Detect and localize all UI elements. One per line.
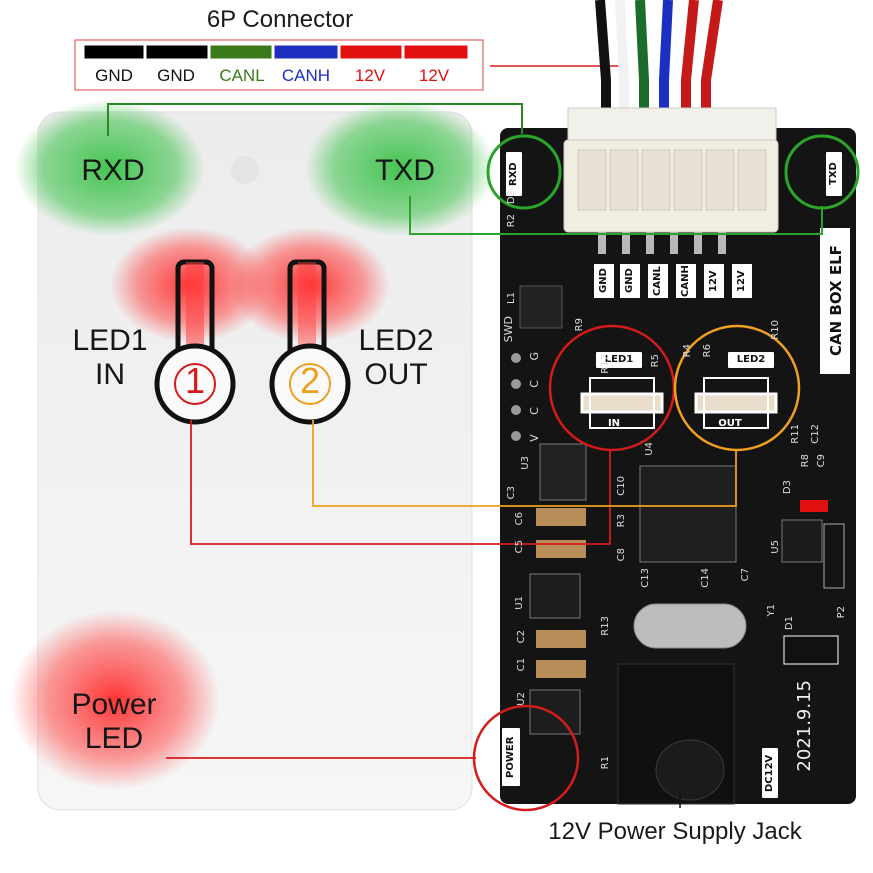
part-designator: R4	[682, 344, 693, 358]
part-designator: R9	[574, 318, 585, 332]
led2-number: 2	[299, 360, 321, 401]
pcb-hdr-6: 12V	[736, 270, 747, 292]
part-designator: C2	[516, 630, 527, 644]
led1-label: LED1 IN	[58, 324, 162, 392]
part-designator: R11	[790, 424, 801, 444]
pin-swatch-3	[209, 44, 273, 60]
smd-components	[519, 285, 845, 805]
pcb-date: 2021.9.15	[794, 680, 815, 772]
pcb-hdr-5: 12V	[708, 270, 719, 292]
part-designator: R3	[616, 514, 627, 528]
led2-label-line1: LED2	[358, 324, 434, 357]
part-designator: U4	[644, 442, 655, 456]
part-designator: U3	[520, 456, 531, 470]
part-designator: D3	[782, 480, 793, 495]
part-designator: R5	[650, 354, 661, 368]
part-designator: L1	[506, 292, 517, 304]
part-designator: Y1	[766, 604, 777, 617]
part-designator: C3	[506, 486, 517, 500]
pin-swatch-6	[403, 44, 469, 60]
pcb-led1-label: LED1	[596, 352, 642, 368]
cable-wires	[595, 0, 723, 110]
pcb-hdr-3: CANL	[652, 266, 663, 296]
part-designator: D1	[784, 616, 795, 631]
panel-hole	[231, 156, 259, 184]
part-designator: U5	[770, 540, 781, 554]
part-designator: R2	[506, 214, 517, 228]
part-designator: R13	[600, 616, 611, 636]
pin-label-5: 12V	[354, 66, 386, 85]
jack-label: 12V Power Supply Jack	[548, 818, 802, 845]
part-designator: C13	[640, 568, 651, 588]
pcb-led1-sub: IN	[607, 418, 621, 429]
part-designator: C12	[810, 424, 821, 444]
rxd-label: RXD	[81, 154, 145, 187]
part-designator: R10	[770, 320, 781, 340]
power-glow	[10, 610, 220, 790]
txd-leader	[409, 196, 823, 235]
led2-label-line2: OUT	[364, 358, 428, 391]
power-led-line1: Power	[71, 688, 157, 721]
pcb-hdr-2: GND	[624, 268, 635, 294]
pcb-swd-pins: V C C G	[528, 344, 541, 442]
pcb-hdr-4: CANH	[680, 265, 691, 297]
rxd-callout	[486, 134, 562, 210]
part-designator: R1	[600, 756, 611, 770]
led1-number-ring	[174, 363, 216, 405]
part-designator: C5	[514, 540, 525, 554]
pcb-swd-label: SWD	[502, 316, 515, 343]
led1-label-line1: LED1	[72, 324, 148, 357]
txd-glow	[305, 100, 495, 236]
part-designator: R8	[800, 454, 811, 468]
pcb-txd-label: TXD	[826, 152, 842, 196]
power-led-label: Power LED	[48, 688, 180, 756]
pcb-board-name: CAN BOX ELF	[827, 245, 845, 357]
pin-swatch-2	[145, 44, 209, 60]
part-designator: C8	[616, 548, 627, 562]
connector-title: 6P Connector	[206, 6, 354, 33]
txd-label: TXD	[375, 154, 435, 187]
part-designator: C1	[516, 658, 527, 672]
pin-label-4: CANH	[281, 66, 331, 85]
part-designator: C9	[816, 454, 827, 468]
pin-swatch-5	[339, 44, 403, 60]
part-designator: R6	[702, 344, 713, 358]
part-designator: C7	[740, 568, 751, 582]
pin-swatch-1	[83, 44, 145, 60]
led2-callout	[673, 324, 801, 452]
part-designator: C14	[700, 568, 711, 588]
power-led-line2: LED	[84, 722, 144, 755]
pcb-led2-sub: OUT	[718, 418, 742, 429]
led1-lightpipe	[154, 259, 236, 425]
pin-label-3: CANL	[219, 66, 265, 85]
part-designator: P2	[836, 606, 847, 619]
led1-number: 1	[184, 360, 206, 401]
led2-lightpipe	[269, 259, 351, 425]
led1-label-line2: IN	[95, 358, 125, 391]
pin-label-6: 12V	[418, 66, 450, 85]
pcb-power-label: POWER	[502, 728, 520, 786]
led2-leader	[312, 420, 737, 507]
led2-glow	[230, 227, 390, 343]
pcb-dc12v-label: DC12V	[762, 748, 778, 798]
part-designator: D2	[506, 190, 517, 205]
pin-swatch-4	[273, 44, 339, 60]
part-designator: C10	[616, 476, 627, 496]
part-designator: U1	[514, 596, 525, 610]
pin-label-2: GND	[157, 66, 195, 85]
board-name-box	[820, 228, 850, 374]
led2-number-ring	[289, 363, 331, 405]
rxd-leader	[107, 103, 523, 136]
part-designator: U2	[516, 692, 527, 706]
part-designator: R12	[600, 354, 611, 374]
led2-label: LED2 OUT	[344, 324, 448, 392]
pcb-led2-label: LED2	[728, 352, 774, 368]
pin-label-1: GND	[95, 66, 133, 85]
led1-leader	[190, 420, 611, 545]
part-designator: C6	[514, 512, 525, 526]
rxd-glow	[15, 100, 205, 236]
pcb-hdr-1: GND	[598, 268, 609, 294]
